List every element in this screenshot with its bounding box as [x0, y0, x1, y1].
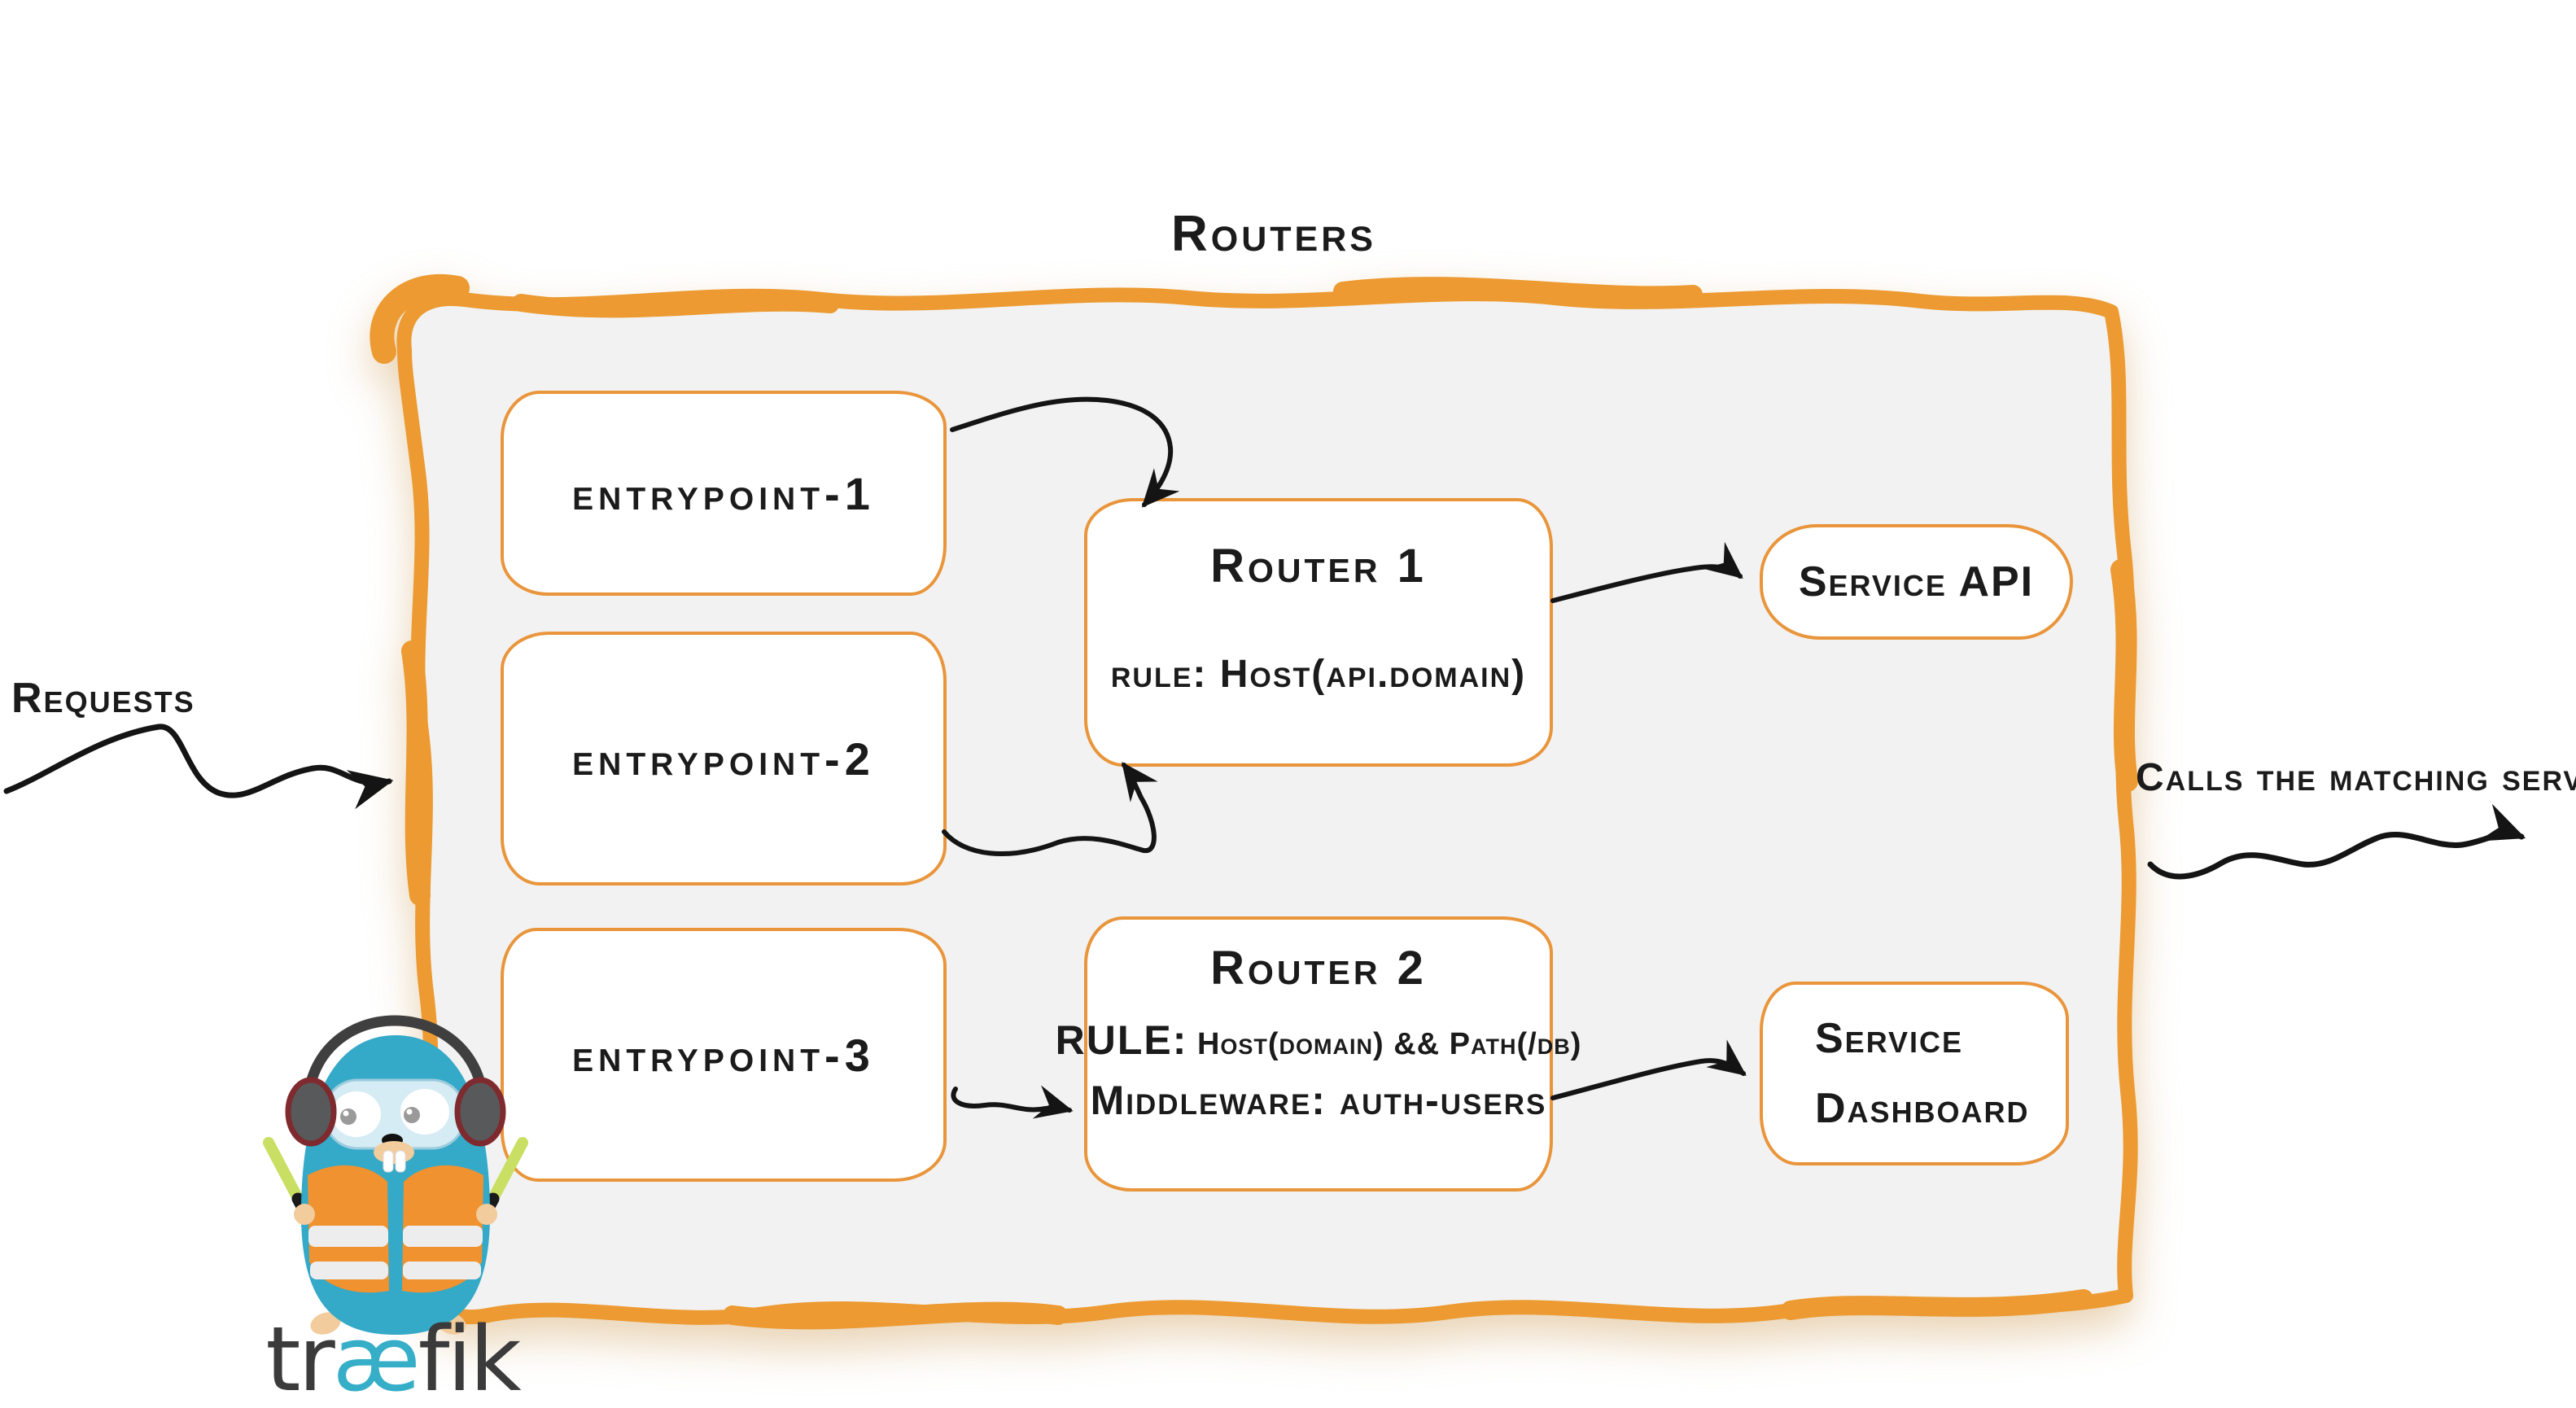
entrypoint-3-box: entrypoint-3 [501, 928, 947, 1182]
brush-accent-left [401, 641, 431, 906]
router-2-rule-value: Host(domain) && Path(/db) [1196, 1027, 1582, 1061]
router-1-rule-key: rule: [1110, 653, 1208, 696]
router-2-title: Router 2 [1210, 942, 1427, 995]
traefik-gopher-mascot [263, 1015, 528, 1335]
router-2-middleware: Middleware: auth-users [1091, 1077, 1547, 1124]
requests-arrow [3, 724, 394, 810]
gopher-eye-right [400, 1089, 449, 1135]
wordmark-suffix: fik [418, 1307, 522, 1408]
headphones-cup-right [454, 1077, 506, 1147]
service-api-label: Service API [1798, 558, 2035, 606]
service-dashboard-label-line1: Service [1815, 1015, 1964, 1062]
entrypoint-3-label: entrypoint-3 [572, 1029, 875, 1081]
headphones-cup-left [285, 1077, 337, 1147]
router-2-middleware-value: auth-users [1339, 1078, 1547, 1123]
arrow-router2-to-service-dashboard [1550, 1039, 1747, 1100]
entrypoint-1-box: entrypoint-1 [501, 391, 947, 596]
arrow-router1-to-service-api [1550, 541, 1743, 603]
service-api-box: Service API [1760, 524, 2073, 640]
headphones-band [302, 1015, 489, 1114]
brush-accent-top [1333, 277, 1703, 306]
router-2-middleware-key: Middleware: [1090, 1078, 1327, 1123]
vest-stripes [308, 1226, 483, 1279]
pupil-highlight-left [343, 1110, 349, 1117]
router-1-rule-value: Host(api.domain) [1219, 653, 1527, 696]
calls-the-matching-server-arrow [2147, 803, 2526, 880]
wordmark-ae-ligature: æ [332, 1307, 421, 1408]
arrow-entrypoint1-to-router1 [950, 396, 1180, 508]
router-2-rule-key: RULE: [1055, 1017, 1188, 1063]
gopher-hand-left [294, 1204, 315, 1225]
gopher-hand-right [476, 1204, 497, 1225]
brush-accent-right [2110, 559, 2138, 792]
requests-label: Requests [11, 675, 195, 722]
calls-the-matching-server-label: Calls the matching server [2136, 756, 2576, 799]
page-title: Routers [1171, 206, 1376, 262]
brush-accent-bottom [1781, 1289, 2093, 1320]
service-dashboard-label-line2: Dashboard [1815, 1085, 2030, 1132]
gopher-pupil-right [404, 1107, 420, 1123]
gopher-tooth-left [383, 1150, 394, 1173]
gopher-eye-left [332, 1091, 381, 1137]
gopher-muzzle [374, 1141, 414, 1164]
gopher-foot-left [310, 1312, 341, 1335]
wordmark-prefix: tr [265, 1307, 335, 1408]
router-1-rule: rule: Host(api.domain) [1111, 652, 1526, 697]
arrow-entrypoint2-to-router1 [942, 762, 1158, 856]
gopher-pupil-left [340, 1108, 356, 1125]
brush-accent-top2 [512, 293, 839, 318]
traefik-wordmark: træfik [205, 1307, 579, 1408]
router-1-box: Router 1 rule: Host(api.domain) [1084, 498, 1553, 767]
entrypoint-2-box: entrypoint-2 [501, 632, 947, 885]
service-dashboard-box: Service Dashboard [1760, 982, 2069, 1165]
router-2-box: Router 2 RULE: Host(domain) && Path(/db)… [1056, 916, 1581, 1192]
entrypoint-2-label: entrypoint-2 [572, 732, 875, 785]
pupil-highlight-right [406, 1108, 413, 1115]
brush-accent-topleft [370, 273, 470, 364]
gopher-tooth-right [395, 1150, 406, 1173]
router-2-rule: RULE: Host(domain) && Path(/db) [1056, 1017, 1582, 1064]
entrypoint-1-label: entrypoint-1 [572, 467, 875, 519]
router-1-title: Router 1 [1210, 540, 1427, 592]
arrow-entrypoint3-to-router2 [951, 1085, 1074, 1119]
brush-accent-bottom2 [723, 1301, 1068, 1330]
